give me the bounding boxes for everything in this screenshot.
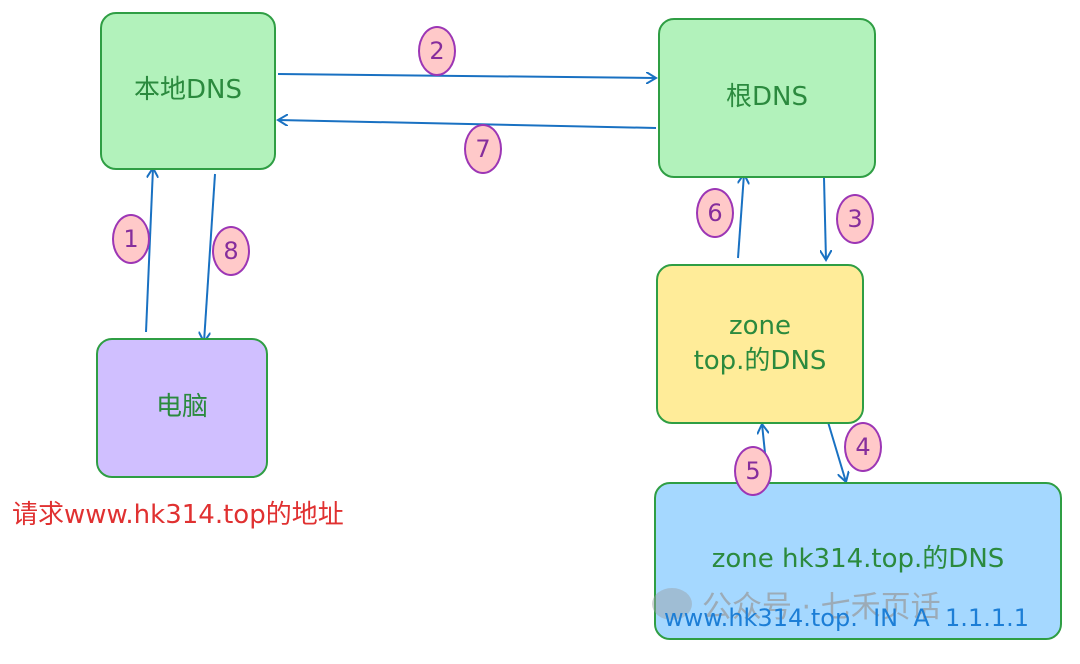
top-dns-label-line1: zone [728,310,791,341]
hk314-dns-node: zone hk314.top.的DNS [654,482,1062,640]
computer-label: 电脑 [155,392,208,423]
step-4-badge: 4 [844,422,882,472]
arrow-2-local-to-root [277,74,656,78]
arrow-1-computer-to-local [145,168,153,333]
step-2-badge: 2 [418,26,456,76]
local-dns-node: 本地DNS [100,12,276,170]
step-6-badge: 6 [696,188,734,238]
watermark: 公众号 · 七禾页话 [652,582,941,626]
wechat-logo-icon [652,588,692,620]
arrow-7-root-to-local [278,120,657,129]
top-dns-node: zone top.的DNS [656,264,864,424]
dns-a-record: www.hk314.top. IN A 1.1.1.1 [664,604,1030,632]
computer-node: 电脑 [96,338,268,478]
arrow-6-top-to-root [737,174,744,259]
hk314-dns-label: zone hk314.top.的DNS [711,544,1005,574]
step-3-badge: 3 [836,194,874,244]
request-caption: 请求www.hk314.top的地址 [12,500,344,530]
local-dns-label: 本地DNS [134,75,242,106]
step-1-badge: 1 [112,214,150,264]
root-dns-node: 根DNS [658,18,876,178]
step-7-badge: 7 [464,124,502,174]
arrow-3-root-to-top [824,177,826,260]
arrow-8-local-to-computer [204,173,216,342]
root-dns-label: 根DNS [726,82,808,113]
arrow-4-top-to-hk314 [827,421,846,482]
top-dns-label: zone top.的DNS [694,309,827,379]
top-dns-label-line2: top.的DNS [693,346,827,376]
step-5-badge: 5 [734,446,772,496]
watermark-text: 公众号 · 七禾页话 [702,590,941,625]
step-8-badge: 8 [212,226,250,276]
